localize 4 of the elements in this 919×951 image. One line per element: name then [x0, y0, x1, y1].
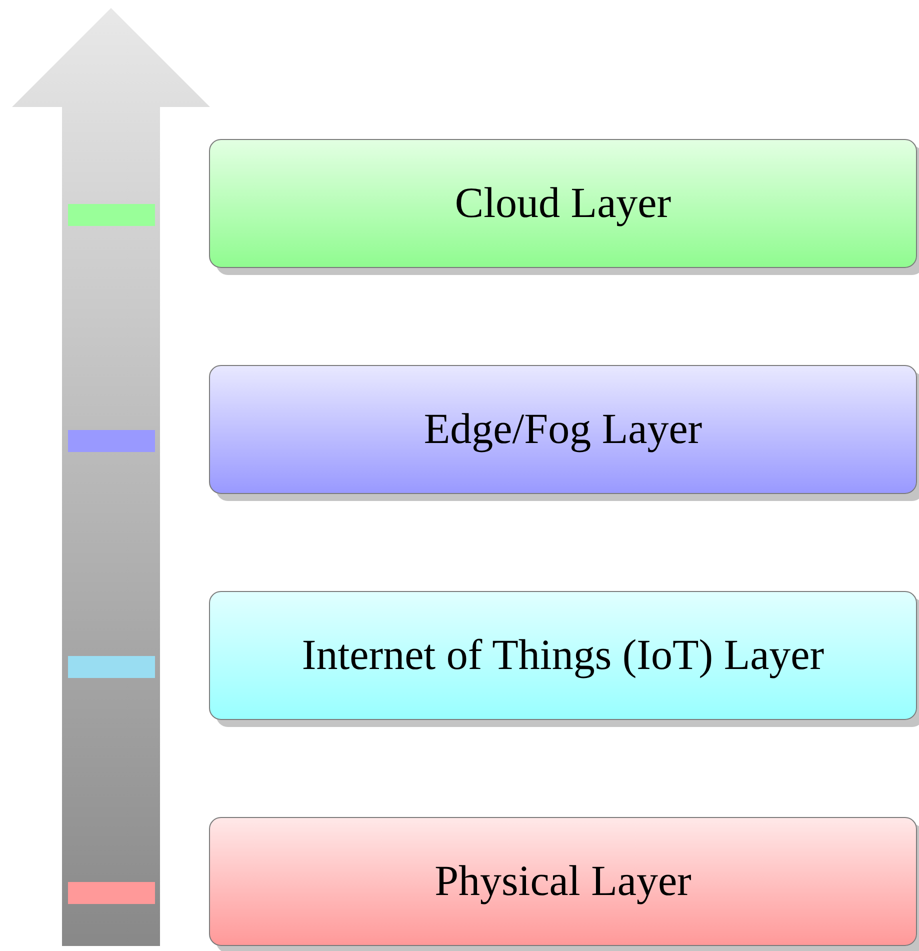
layer-label: Edge/Fog Layer: [424, 405, 702, 454]
layer-label: Cloud Layer: [454, 179, 672, 228]
layer-label: Physical Layer: [434, 857, 692, 906]
layer-label: Internet of Things (IoT) Layer: [302, 631, 824, 680]
